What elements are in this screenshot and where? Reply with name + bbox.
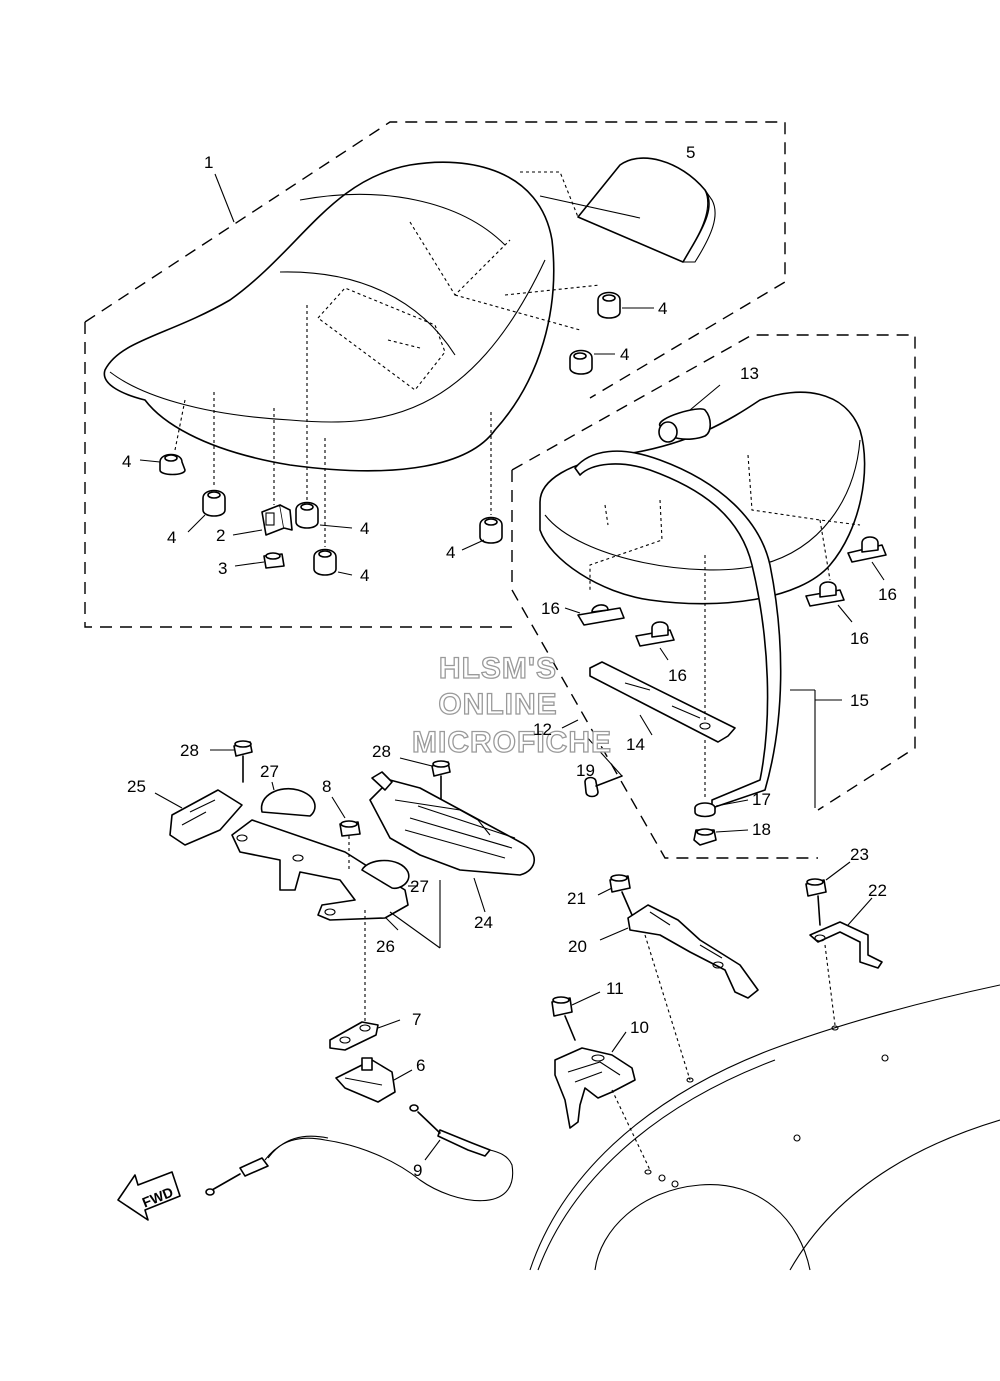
callout-24: 24 (474, 913, 493, 932)
passenger-seat-group-boundary (511, 334, 916, 859)
callout-4f: 4 (360, 566, 369, 585)
callout-11: 11 (606, 979, 624, 998)
washer-17 (694, 740, 749, 818)
callout-22: 22 (868, 881, 887, 900)
bracket-20 (599, 904, 759, 1081)
callout-16a: 16 (541, 599, 560, 618)
callout-18: 18 (752, 820, 771, 839)
clip-16c (805, 581, 853, 623)
pad-27b (361, 859, 418, 890)
callout-4g: 4 (446, 543, 455, 562)
callout-16c: 16 (850, 629, 869, 648)
clip-16d (847, 536, 887, 581)
bolt-28a (210, 740, 253, 783)
watermark: HLSM'S ONLINE MICROFICHE (411, 651, 612, 759)
callout-28a: 28 (180, 741, 199, 760)
callout-17: 17 (752, 790, 771, 809)
latch-10 (554, 1031, 651, 1171)
nut-3 (234, 552, 285, 569)
damper-4g (461, 412, 503, 551)
callout-4a: 4 (658, 299, 667, 318)
callout-20: 20 (568, 937, 587, 956)
clip-16b (635, 621, 675, 661)
callout-6: 6 (416, 1056, 425, 1075)
pad-27a (260, 781, 316, 817)
damper-4a (597, 291, 654, 319)
damper-4c (139, 399, 186, 476)
callout-14: 14 (626, 735, 645, 754)
callout-4c: 4 (122, 452, 131, 471)
callout-8: 8 (322, 777, 331, 796)
bracket-25 (154, 789, 243, 846)
nut-18 (693, 828, 749, 846)
callout-23: 23 (850, 845, 869, 864)
bolt-28b (399, 757, 451, 803)
callout-labels: 1 2 3 4 4 4 4 4 4 4 4 5 6 7 8 9 10 11 12… (122, 143, 897, 1180)
lock-6 (335, 1057, 413, 1103)
callout-28b: 28 (372, 742, 391, 761)
damper-4d (187, 392, 226, 533)
forward-direction-arrow: FWD (117, 1171, 181, 1221)
damper-4f (313, 438, 353, 576)
callout-3: 3 (218, 559, 227, 578)
hook-22 (809, 897, 883, 1026)
callout-4e: 4 (360, 519, 369, 538)
rider-seat-group-boundary (84, 121, 786, 628)
watermark-line-2: ONLINE (438, 688, 557, 721)
bolt-11 (551, 991, 601, 1041)
watermark-line-1: HLSM'S (439, 652, 557, 685)
callout-15: 15 (850, 691, 869, 710)
watermark-line-3: MICROFICHE (412, 726, 612, 759)
plate-7 (329, 910, 401, 1051)
seat-plate (589, 555, 736, 743)
callout-13: 13 (740, 364, 759, 383)
callout-25: 25 (127, 777, 146, 796)
callout-10: 10 (630, 1018, 649, 1037)
callout-27a: 27 (260, 762, 279, 781)
callout-16d: 16 (878, 585, 897, 604)
callout-16b: 16 (668, 666, 687, 685)
bolt-19 (584, 734, 623, 798)
callout-19: 19 (576, 761, 595, 780)
bracket-2 (232, 408, 293, 536)
callout-4d: 4 (167, 528, 176, 547)
callout-21: 21 (567, 889, 586, 908)
cable-9 (205, 1104, 514, 1202)
nut-8 (331, 796, 361, 870)
damper-4e (295, 305, 353, 529)
bolt-21 (597, 874, 633, 916)
callout-26: 26 (376, 937, 395, 956)
callout-2: 2 (216, 526, 225, 545)
cover-24 (369, 771, 536, 949)
callout-12: 12 (533, 720, 552, 739)
callout-7: 7 (412, 1010, 421, 1029)
callout-9: 9 (413, 1161, 422, 1180)
callout-4b: 4 (620, 345, 629, 364)
frame-outline (529, 984, 1000, 1271)
callout-5: 5 (686, 143, 695, 162)
callout-27b: 27 (410, 877, 429, 896)
callout-1: 1 (204, 153, 213, 172)
seat-patch (520, 157, 716, 263)
rider-seat (103, 161, 601, 472)
clip-16a (564, 604, 625, 626)
bolt-23 (805, 861, 851, 926)
damper-4b (569, 349, 615, 375)
